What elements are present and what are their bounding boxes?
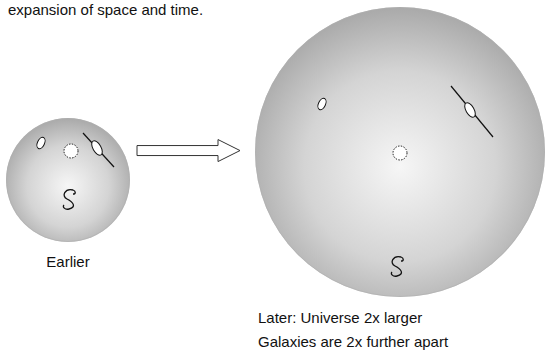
block-arrow [137,140,240,162]
later-universe: Later: Universe 2x larger Galaxies are 2… [255,7,545,297]
edge-on-galaxy-line [83,133,114,167]
small-sphere [6,118,130,242]
edge-on-galaxy-line [451,86,493,137]
spiral-galaxy [391,257,403,277]
sphere-rim [256,8,545,297]
elliptical-galaxy [316,97,327,111]
spiral-galaxy [63,190,75,210]
sphere-rim [7,119,130,242]
sphere-outline [255,7,545,297]
edge-on-galaxy [90,139,105,157]
caption-text: expansion of space and time. [8,1,203,19]
stage-description: Later: Universe 2x larger Galaxies are 2… [258,306,468,354]
sphere-outline [6,118,130,242]
star-cluster [64,144,78,158]
elliptical-galaxy [35,136,46,150]
earlier-universe: Earlier [6,118,130,242]
star-cluster [393,146,407,160]
large-sphere [255,7,545,297]
stage-label: Earlier [6,252,130,272]
edge-on-galaxy [463,101,478,119]
